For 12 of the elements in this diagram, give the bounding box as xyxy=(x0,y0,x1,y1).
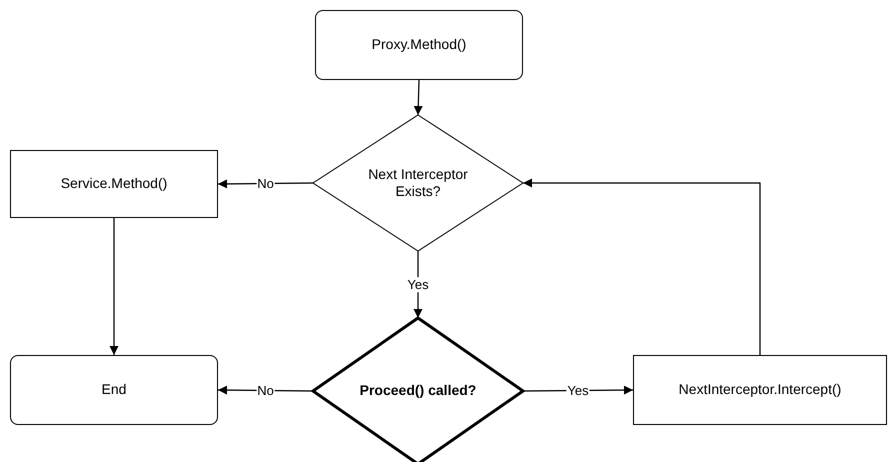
decision-diamond: Proceed() called? xyxy=(313,318,523,462)
edge-label: Yes xyxy=(406,276,430,292)
arrow xyxy=(414,80,423,116)
arrow xyxy=(110,218,118,355)
arrow xyxy=(414,251,422,318)
start-box: Proxy.Method() xyxy=(315,10,523,80)
decision-diamond: Next Interceptor Exists? xyxy=(313,115,523,251)
process-box: Service.Method() xyxy=(10,150,218,218)
arrow xyxy=(523,178,761,355)
process-box: NextInterceptor.Intercept() xyxy=(633,355,887,425)
end-box: End xyxy=(10,355,218,425)
arrow xyxy=(523,386,633,395)
